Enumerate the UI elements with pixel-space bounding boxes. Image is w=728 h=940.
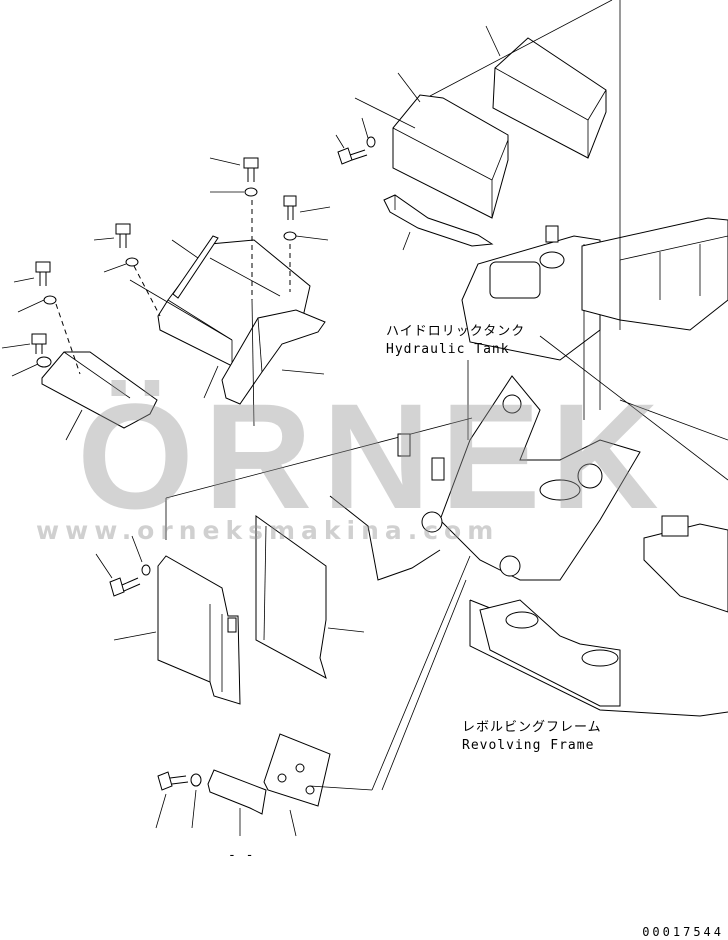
figure-number: 00017544 [642, 925, 724, 939]
rod [172, 235, 219, 299]
upper-cover-plate [492, 37, 607, 159]
watermark-brand-text: ÖRNEK [77, 380, 669, 530]
hydraulic-tank-label-jp: ハイドロリックタンク [386, 324, 526, 339]
watermark-logo: ÖRNEK [77, 380, 669, 530]
revolving-frame-label-jp: レボルビングフレーム [462, 720, 602, 735]
hydraulic-tank [461, 225, 601, 420]
mid-cover-plate [392, 94, 509, 219]
bolt-lower-left [95, 535, 151, 597]
spacers [397, 433, 445, 481]
dash-mark: - - [228, 848, 255, 863]
boom-bracket [421, 375, 641, 581]
side-door-panel [157, 555, 241, 705]
bottom-small-parts [155, 555, 471, 837]
left-cover-plate [157, 239, 311, 367]
door-panel-large [255, 515, 327, 680]
bolt-top [335, 117, 376, 165]
bracket [383, 194, 494, 247]
revolving-frame [329, 335, 728, 717]
frame-rails-right [581, 217, 728, 331]
revolving-frame-label-en: Revolving Frame [462, 738, 595, 753]
bolts-left [31, 157, 297, 368]
gusset-plate [221, 309, 326, 405]
watermark-url: www.orneksmakina.com [36, 516, 500, 545]
hydraulic-tank-label-en: Hydraulic Tank [386, 342, 510, 357]
